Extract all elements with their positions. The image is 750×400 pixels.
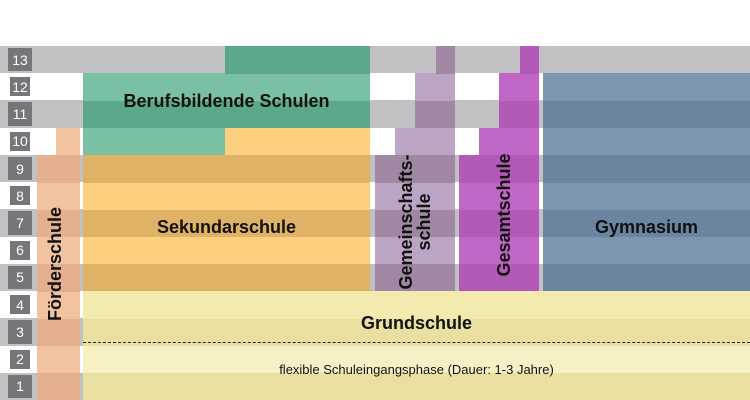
label-schuleingangsphase: flexible Schuleingangsphase (Dauer: 1-3 … xyxy=(279,361,554,377)
foerderschule-grade-8 xyxy=(37,182,80,210)
foerderschule-grade-1 xyxy=(37,372,80,400)
label-gemeinschaftsschule-line2: schule xyxy=(414,193,434,251)
grade-number-11: 11 xyxy=(8,102,32,126)
label-gemeinschaftsschule: Gemeinschafts- schule xyxy=(393,152,437,292)
gesamtschule-grade-9 xyxy=(459,154,539,183)
gemeinschaftsschule-grade-13 xyxy=(436,46,455,74)
label-foerderschule: Förderschule xyxy=(45,206,65,322)
foerderschule-grade-7 xyxy=(37,209,80,238)
sekundarschule-grade-7 xyxy=(83,209,370,238)
sekundarschule-grade-8 xyxy=(83,182,370,210)
grundschule-grade-3 xyxy=(83,318,750,347)
gymnasium-grade-6 xyxy=(543,236,750,265)
label-gesamtschule: Gesamtschule xyxy=(494,153,514,277)
sekundarschule-grade-10 xyxy=(225,127,370,156)
gesamtschule-grade-7 xyxy=(459,209,539,238)
gesamtschule-grade-13 xyxy=(520,46,539,74)
gesamtschule-grade-6 xyxy=(459,236,539,265)
label-gemeinschaftsschule-line1: Gemeinschafts- xyxy=(396,154,416,290)
grade-number-8: 8 xyxy=(8,184,32,208)
grundschule-grade-2 xyxy=(83,345,750,374)
label-grundschule: Grundschule xyxy=(360,313,472,333)
berufsbildende-grade-10 xyxy=(83,127,225,156)
gesamtschule-grade-12 xyxy=(499,73,539,101)
gemeinschaftsschule-grade-9 xyxy=(375,154,455,183)
label-gymnasium: Gymnasium xyxy=(594,217,699,237)
gemeinschaftsschule-grade-11 xyxy=(415,100,455,129)
foerderschule-grade-10 xyxy=(56,127,80,156)
gymnasium-grade-9 xyxy=(543,154,750,183)
gemeinschaftsschule-grade-7 xyxy=(375,209,455,238)
grade-number-5: 5 xyxy=(8,265,32,290)
grade-number-9: 9 xyxy=(8,156,32,181)
grundschule-grade-4 xyxy=(83,291,750,319)
gesamtschule-grade-11 xyxy=(499,100,539,129)
grade-number-7: 7 xyxy=(8,211,32,235)
grundschule-grade-1 xyxy=(83,372,750,400)
label-sekundarschule: Sekundarschule xyxy=(156,217,297,237)
dashed-divider xyxy=(83,342,750,343)
foerderschule-grade-3 xyxy=(37,318,80,347)
gemeinschaftsschule-grade-5 xyxy=(375,263,455,292)
gemeinschaftsschule-grade-12 xyxy=(415,73,455,101)
gymnasium-grade-5 xyxy=(543,263,750,292)
berufsbildende-grade-12 xyxy=(83,73,370,101)
gemeinschaftsschule-grade-8 xyxy=(375,182,455,210)
grade-number-12: 12 xyxy=(8,75,32,99)
gymnasium-grade-11 xyxy=(543,100,750,129)
gymnasium-grade-7 xyxy=(543,209,750,238)
berufsbildende-grade-13 xyxy=(225,46,370,74)
label-berufsbildende-schulen: Berufsbildende Schulen xyxy=(123,91,330,111)
sekundarschule-grade-5 xyxy=(83,263,370,292)
berufsbildende-grade-11 xyxy=(83,100,370,129)
foerderschule-grade-2 xyxy=(37,345,80,374)
foerderschule-grade-5 xyxy=(37,263,80,292)
grade-number-1: 1 xyxy=(8,374,32,398)
foerderschule-grade-6 xyxy=(37,236,80,265)
foerderschule-grade-9 xyxy=(37,154,80,183)
grade-number-10: 10 xyxy=(8,129,32,153)
gesamtschule-grade-8 xyxy=(459,182,539,210)
gymnasium-grade-10 xyxy=(543,127,750,156)
gesamtschule-grade-10 xyxy=(479,127,539,156)
gesamtschule-grade-5 xyxy=(459,263,539,292)
gemeinschaftsschule-grade-6 xyxy=(375,236,455,265)
foerderschule-grade-4 xyxy=(37,291,80,319)
grade-number-6: 6 xyxy=(8,238,32,262)
gymnasium-grade-8 xyxy=(543,182,750,210)
grade-number-3: 3 xyxy=(8,320,32,344)
grade-number-2: 2 xyxy=(8,347,32,371)
sekundarschule-grade-9 xyxy=(83,154,370,183)
grade-band-13 xyxy=(0,46,750,74)
gemeinschaftsschule-grade-10 xyxy=(395,127,455,156)
grade-number-4: 4 xyxy=(8,293,32,317)
gymnasium-grade-12 xyxy=(543,73,750,101)
sekundarschule-grade-6 xyxy=(83,236,370,265)
grade-number-13: 13 xyxy=(8,48,32,72)
